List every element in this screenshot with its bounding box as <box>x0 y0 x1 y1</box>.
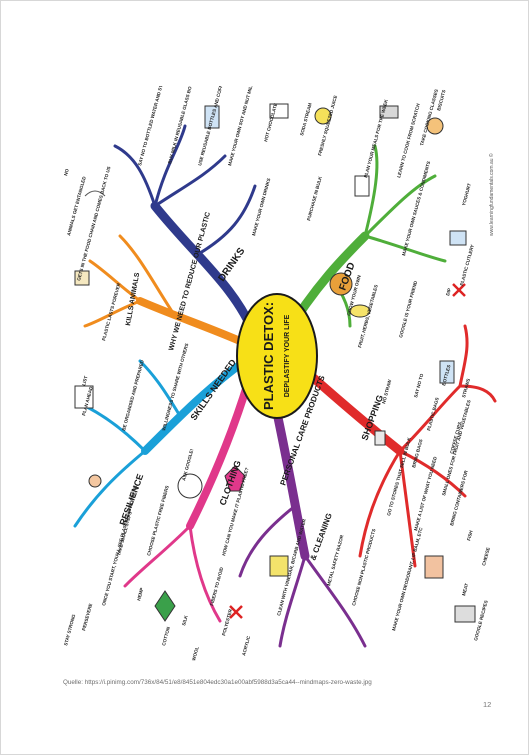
mindmap-leaf-label: ACRYLIC <box>241 635 251 657</box>
mindmap-leaf-label: BUY MILK IN REUSABLE GLASS BOTTLES <box>167 86 196 164</box>
mindmap-leaf-label: MAKE YOUR OWN SAUCES & CONDIMENTS <box>401 161 431 257</box>
mindmap-leaf-label: BISCUITS <box>436 89 446 111</box>
mindmap-leaf-label: MAKE YOUR OWN DEODORANT, LIP BALM, ETC <box>391 526 424 631</box>
mindmap-leaf-label: BE ORGANISED AND PREPARED <box>121 359 145 431</box>
mindmap-leaf-label: HEMP <box>136 587 144 601</box>
mindmap-leaf-label: BOTTLES <box>441 364 451 386</box>
image-source-caption: Quelle: https://i.pinimg.com/736x/84/51/… <box>63 679 372 686</box>
mindmap-leaf-label: TAKE COOKING CLASSES <box>419 89 439 147</box>
mindmap-leaf-label: GOOGLE IS YOUR FRIEND <box>398 280 418 339</box>
mindmap-leaf-label: ANIMALS GET ENTANGLED <box>66 175 87 236</box>
label-drinks: DRINKS <box>216 246 247 284</box>
mindmap-leaf-label: BRING CONTAINERS FOR <box>449 469 469 526</box>
mindmap-title: PLASTIC DETOX: <box>261 302 276 410</box>
mindmap-leaf-label: FISH <box>466 529 474 541</box>
mindmap-leaf-label: SILK <box>181 614 189 626</box>
mindmap-leaf-label: STRAWS <box>461 378 471 398</box>
branch-skills <box>141 357 249 455</box>
label-cleaning: & CLEANING <box>308 512 333 562</box>
mindmap-leaf-label: SAY NO TO <box>413 373 424 399</box>
mindmap-leaf-label: PLASTIC BAGS <box>426 397 440 431</box>
mindmap-leaf-label: NO STRAW <box>381 378 392 404</box>
mindmap-center <box>236 293 318 419</box>
mindmap-leaf-label: PURCHASE IN BULK <box>306 175 323 221</box>
mindmap-leaf-label: YOGHURT <box>461 183 472 207</box>
mindmap-credit: www.learningfundamentals.com.au © <box>488 153 495 236</box>
mindmap-leaf-label: NO <box>63 168 70 176</box>
mindmap-leaf-label: LIST <box>81 375 88 386</box>
mindmap-image: PLASTIC DETOX: DEPLASTIFY YOUR LIFE DRIN… <box>45 86 500 676</box>
mindmap-leaf-label: COTTON <box>161 626 171 647</box>
mindmap-leaf-label: MAKE YOUR OWN SOY AND NUT MILK <box>227 86 254 166</box>
page-number: 12 <box>483 700 492 709</box>
mindmap-leaf-label: DIP <box>445 288 452 297</box>
mindmap-leaf-label: MEAT <box>461 583 469 597</box>
mindmap-svg: PLASTIC DETOX: DEPLASTIFY YOUR LIFE DRIN… <box>63 86 497 661</box>
mindmap-leaf-label: CHEESE <box>481 547 491 567</box>
mindmap-leaf-label: PLASTIC CUTLERY <box>459 244 475 286</box>
mindmap-leaf-label: CHOOSE PLASTIC FREE FIBERS <box>146 485 170 556</box>
mindmap-leaf-label: SODA STREAM <box>299 102 313 136</box>
mindmap-subtitle: DEPLASTIFY YOUR LIFE <box>284 314 291 397</box>
mindmap-leaf-label: LEARN TO COOK FROM SCRATCH <box>396 102 421 178</box>
mindmap-leaf-label: FIBERS TO AVOID <box>209 566 224 606</box>
mindmap-leaf-label: SAY NO TO BOTTLED WATER AND STRAWS <box>137 86 167 166</box>
mindmap-illustrations <box>74 103 476 623</box>
mindmap-leaf-label: METAL SAFETY RAZOR <box>326 534 345 586</box>
mindmap-leaf-label: FRESHLY SQUEEZED JUICE <box>317 95 338 156</box>
mindmap-leaf-label: PERSEVERE <box>81 603 93 631</box>
mindmap-leaf-label: POLYESTER <box>221 608 233 636</box>
label-skills: SKILLS NEEDED <box>188 357 238 422</box>
mindmap-leaf-label: SMALL ONES FOR FRUIT AND VEGETABLES <box>441 399 471 496</box>
mindmap-leaf-label: WOOL <box>191 646 200 661</box>
branch-why <box>136 297 244 345</box>
mindmap-leaf-label: STAY STRONG <box>63 613 76 646</box>
